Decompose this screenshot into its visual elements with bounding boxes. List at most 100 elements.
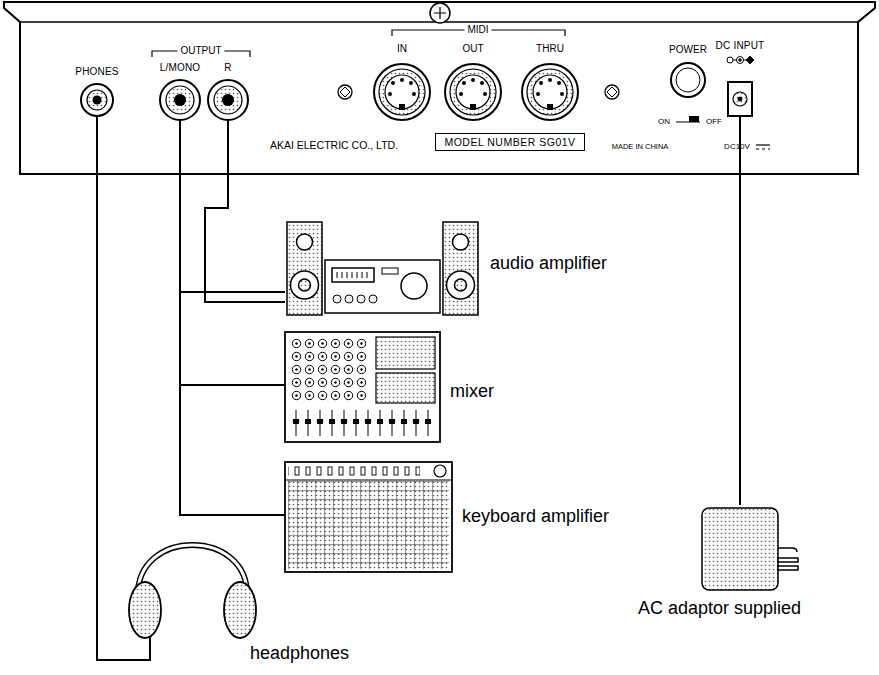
cable-wire	[180, 120, 285, 515]
dc-input-jack: DC INPUT	[713, 40, 768, 116]
ac-adaptor-part	[778, 548, 797, 552]
phone-jack-part	[208, 80, 248, 120]
keyboard-amplifier	[285, 462, 452, 572]
audio-amplifier-part	[455, 279, 467, 291]
audio-amplifier-part	[333, 295, 341, 303]
rear-panel	[4, 2, 875, 174]
dc-jack-part	[727, 57, 733, 63]
phone-jack-part	[222, 94, 234, 106]
power-switch-part	[676, 68, 700, 92]
audio-amplifier-part	[382, 268, 398, 274]
model-number: MODEL NUMBER SG01V	[444, 135, 575, 149]
ac-adaptor-part	[778, 558, 798, 562]
cable-line	[180, 120, 285, 292]
mixer-part	[290, 408, 435, 438]
jack-label: L/MONO	[157, 62, 204, 74]
device-label: AC adaptor supplied	[638, 597, 801, 619]
keyboard-amplifier-part	[434, 465, 446, 477]
audio-amplifier-part	[291, 271, 319, 299]
cable-line	[180, 120, 285, 515]
rear-panel-part	[4, 2, 875, 174]
audio-amplifier-part	[453, 234, 469, 250]
audio-amplifier-part	[299, 279, 311, 291]
headphones: headphones	[125, 540, 255, 640]
audio-amplifier-part	[325, 260, 440, 313]
device-label: audio amplifier	[490, 252, 607, 274]
dc-jack	[727, 56, 770, 149]
audio-amplifier-part	[443, 222, 478, 315]
ac-adaptor	[702, 508, 798, 590]
port-label: IN	[397, 43, 407, 55]
output-jack: L/MONO	[157, 62, 204, 120]
cable-line	[180, 120, 285, 385]
midi-connector-part	[522, 64, 578, 120]
mixer-part	[376, 337, 435, 369]
phone-jack	[81, 80, 248, 120]
model-plate: MODEL NUMBER SG01V	[435, 133, 584, 151]
mixer: mixer	[285, 332, 440, 442]
dc-jack-part	[738, 97, 742, 101]
keyboard-amplifier-part	[288, 481, 449, 569]
output-jack: R	[207, 62, 249, 120]
maker-name: AKAI ELECTRIC CO., LTD.	[270, 139, 398, 151]
ac-adaptor-part	[702, 508, 778, 590]
phone-jack-part	[81, 84, 113, 116]
phone-jack-part	[174, 94, 186, 106]
dc-jack-part	[737, 57, 744, 64]
power-switch	[671, 63, 705, 122]
origin-label: MADE IN CHINA	[612, 141, 669, 153]
midi-connector-part	[374, 64, 430, 120]
mixer-part	[290, 337, 368, 402]
cable-wire	[180, 120, 285, 385]
mixer-part	[285, 332, 440, 442]
cable-wire	[97, 116, 150, 660]
port-label: OUT	[462, 43, 483, 55]
audio-amplifier-part	[337, 272, 367, 278]
cable-wire	[740, 116, 741, 505]
audio-amplifier-part	[369, 295, 377, 303]
keyboard-amplifier: keyboard amplifier	[285, 462, 452, 572]
audio-amplifier-part	[332, 268, 374, 282]
phone-jack-part	[166, 86, 194, 114]
port-label: THRU	[536, 43, 564, 55]
switch-label: OFF	[706, 116, 722, 128]
dc-jack-part	[733, 92, 747, 106]
rating-label: DC10V	[724, 141, 750, 153]
dc-jack-part	[756, 144, 770, 145]
dc-jack-part	[746, 56, 754, 64]
group-label: OUTPUT	[177, 45, 224, 57]
audio-amplifier-part	[345, 295, 353, 303]
audio-amplifier-part	[401, 273, 427, 299]
midi-connector	[338, 64, 619, 120]
dc-jack-part	[728, 82, 752, 116]
device-label: mixer	[450, 380, 494, 402]
phone-jack-part	[87, 90, 107, 110]
headphones-part	[129, 582, 161, 638]
dc-jack-part	[739, 59, 741, 61]
bracket-line	[152, 30, 565, 57]
dc-jack-part	[756, 148, 770, 149]
phone-jack-part	[160, 80, 200, 120]
switch-label: POWER	[669, 44, 707, 56]
cable-wire	[180, 120, 285, 292]
phone-jack-part	[214, 86, 242, 114]
ac-adaptor-part	[778, 566, 798, 570]
midi-connector-part	[338, 85, 352, 99]
group-label: MIDI	[464, 24, 491, 36]
headphones-part	[224, 582, 256, 638]
midi-connector-part	[445, 64, 501, 120]
keyboard-amplifier-part	[285, 479, 452, 480]
mixer	[285, 332, 440, 442]
audio-amplifier: audio amplifier	[285, 220, 480, 317]
phones-jack: PHONES	[72, 66, 122, 116]
device-label: keyboard amplifier	[462, 505, 609, 527]
audio-amplifier-part	[297, 234, 313, 250]
rear-panel-part	[434, 7, 446, 19]
audio-amplifier-part	[447, 271, 475, 299]
rear-panel-part	[430, 3, 450, 23]
keyboard-amplifier-part	[285, 462, 452, 572]
mixer-part	[376, 373, 435, 403]
